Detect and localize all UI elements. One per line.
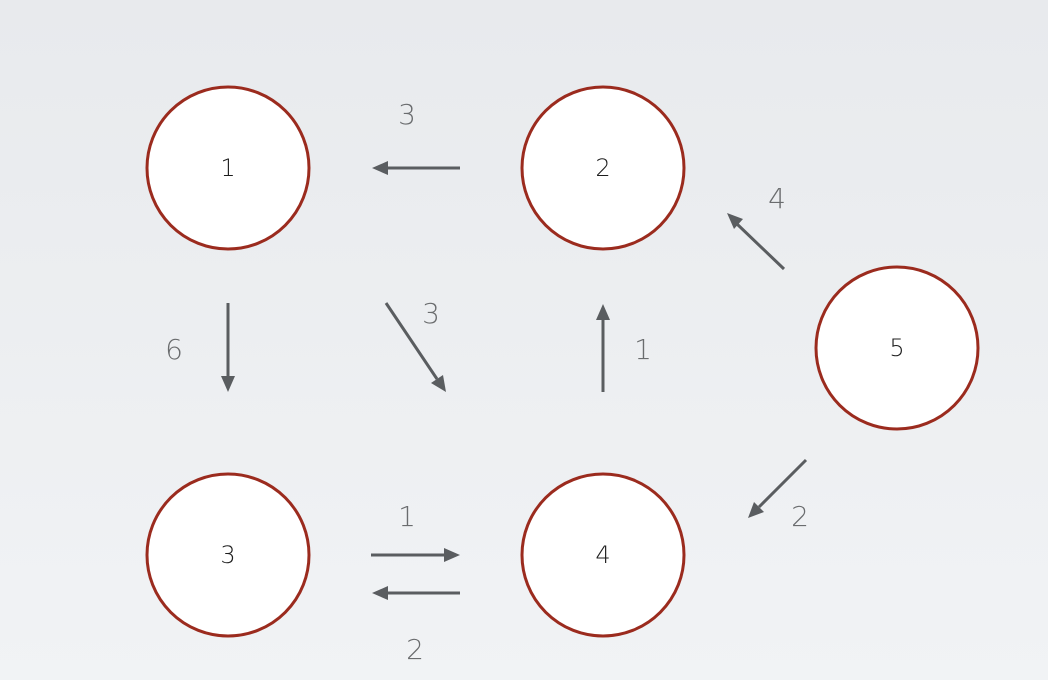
- edge-1-to-3-weight: 6: [165, 333, 183, 366]
- edge-5-to-2-line: [735, 222, 786, 271]
- edge-5-to-2-weight: 4: [768, 182, 786, 215]
- node-3-label: 3: [220, 541, 235, 569]
- edge-1-to-4-arrowhead: [431, 375, 446, 392]
- edge-5-to-2-arrowhead: [727, 213, 743, 229]
- node-1-circle: [145, 85, 311, 251]
- node-4-label: 4: [595, 541, 610, 569]
- node-3: 3: [145, 472, 311, 638]
- node-5: 5: [814, 265, 980, 431]
- edge-2-to-1: 3: [372, 98, 460, 175]
- node-1-label: 1: [220, 154, 235, 182]
- edge-3-to-4: 1: [371, 500, 460, 562]
- edge-4-to-3: 2: [372, 586, 460, 666]
- edge-4-to-2: 1: [596, 304, 652, 392]
- node-5-label: 5: [889, 334, 904, 362]
- node-2-label: 2: [595, 154, 610, 182]
- edge-1-to-3-arrowhead: [221, 376, 235, 392]
- edge-3-to-4-weight: 1: [398, 500, 416, 533]
- edge-3-to-4-arrowhead: [444, 548, 460, 562]
- edge-1-to-4: 3: [384, 297, 446, 392]
- edge-5-to-4-arrowhead: [748, 502, 764, 518]
- edge-4-to-2-weight: 1: [634, 333, 652, 366]
- node-2-circle: [520, 85, 686, 251]
- edge-4-to-2-arrowhead: [596, 304, 610, 320]
- edge-1-to-4-line: [384, 302, 439, 380]
- edge-5-to-2: 4: [727, 182, 786, 271]
- edge-4-to-3-arrowhead: [372, 586, 388, 600]
- edge-2-to-1-arrowhead: [372, 161, 388, 175]
- node-5-circle: [814, 265, 980, 431]
- edge-1-to-4-weight: 3: [422, 297, 440, 330]
- edge-1-to-3: 6: [165, 303, 235, 392]
- node-4-circle: [520, 472, 686, 638]
- edge-5-to-4-line: [757, 458, 808, 509]
- edge-4-to-3-weight: 2: [406, 633, 424, 666]
- node-2: 2: [520, 85, 686, 251]
- node-4: 4: [520, 472, 686, 638]
- node-3-circle: [145, 472, 311, 638]
- edge-5-to-4: 2: [748, 458, 809, 533]
- node-1: 1: [145, 85, 311, 251]
- edge-5-to-4-weight: 2: [791, 500, 809, 533]
- edge-2-to-1-weight: 3: [398, 98, 416, 131]
